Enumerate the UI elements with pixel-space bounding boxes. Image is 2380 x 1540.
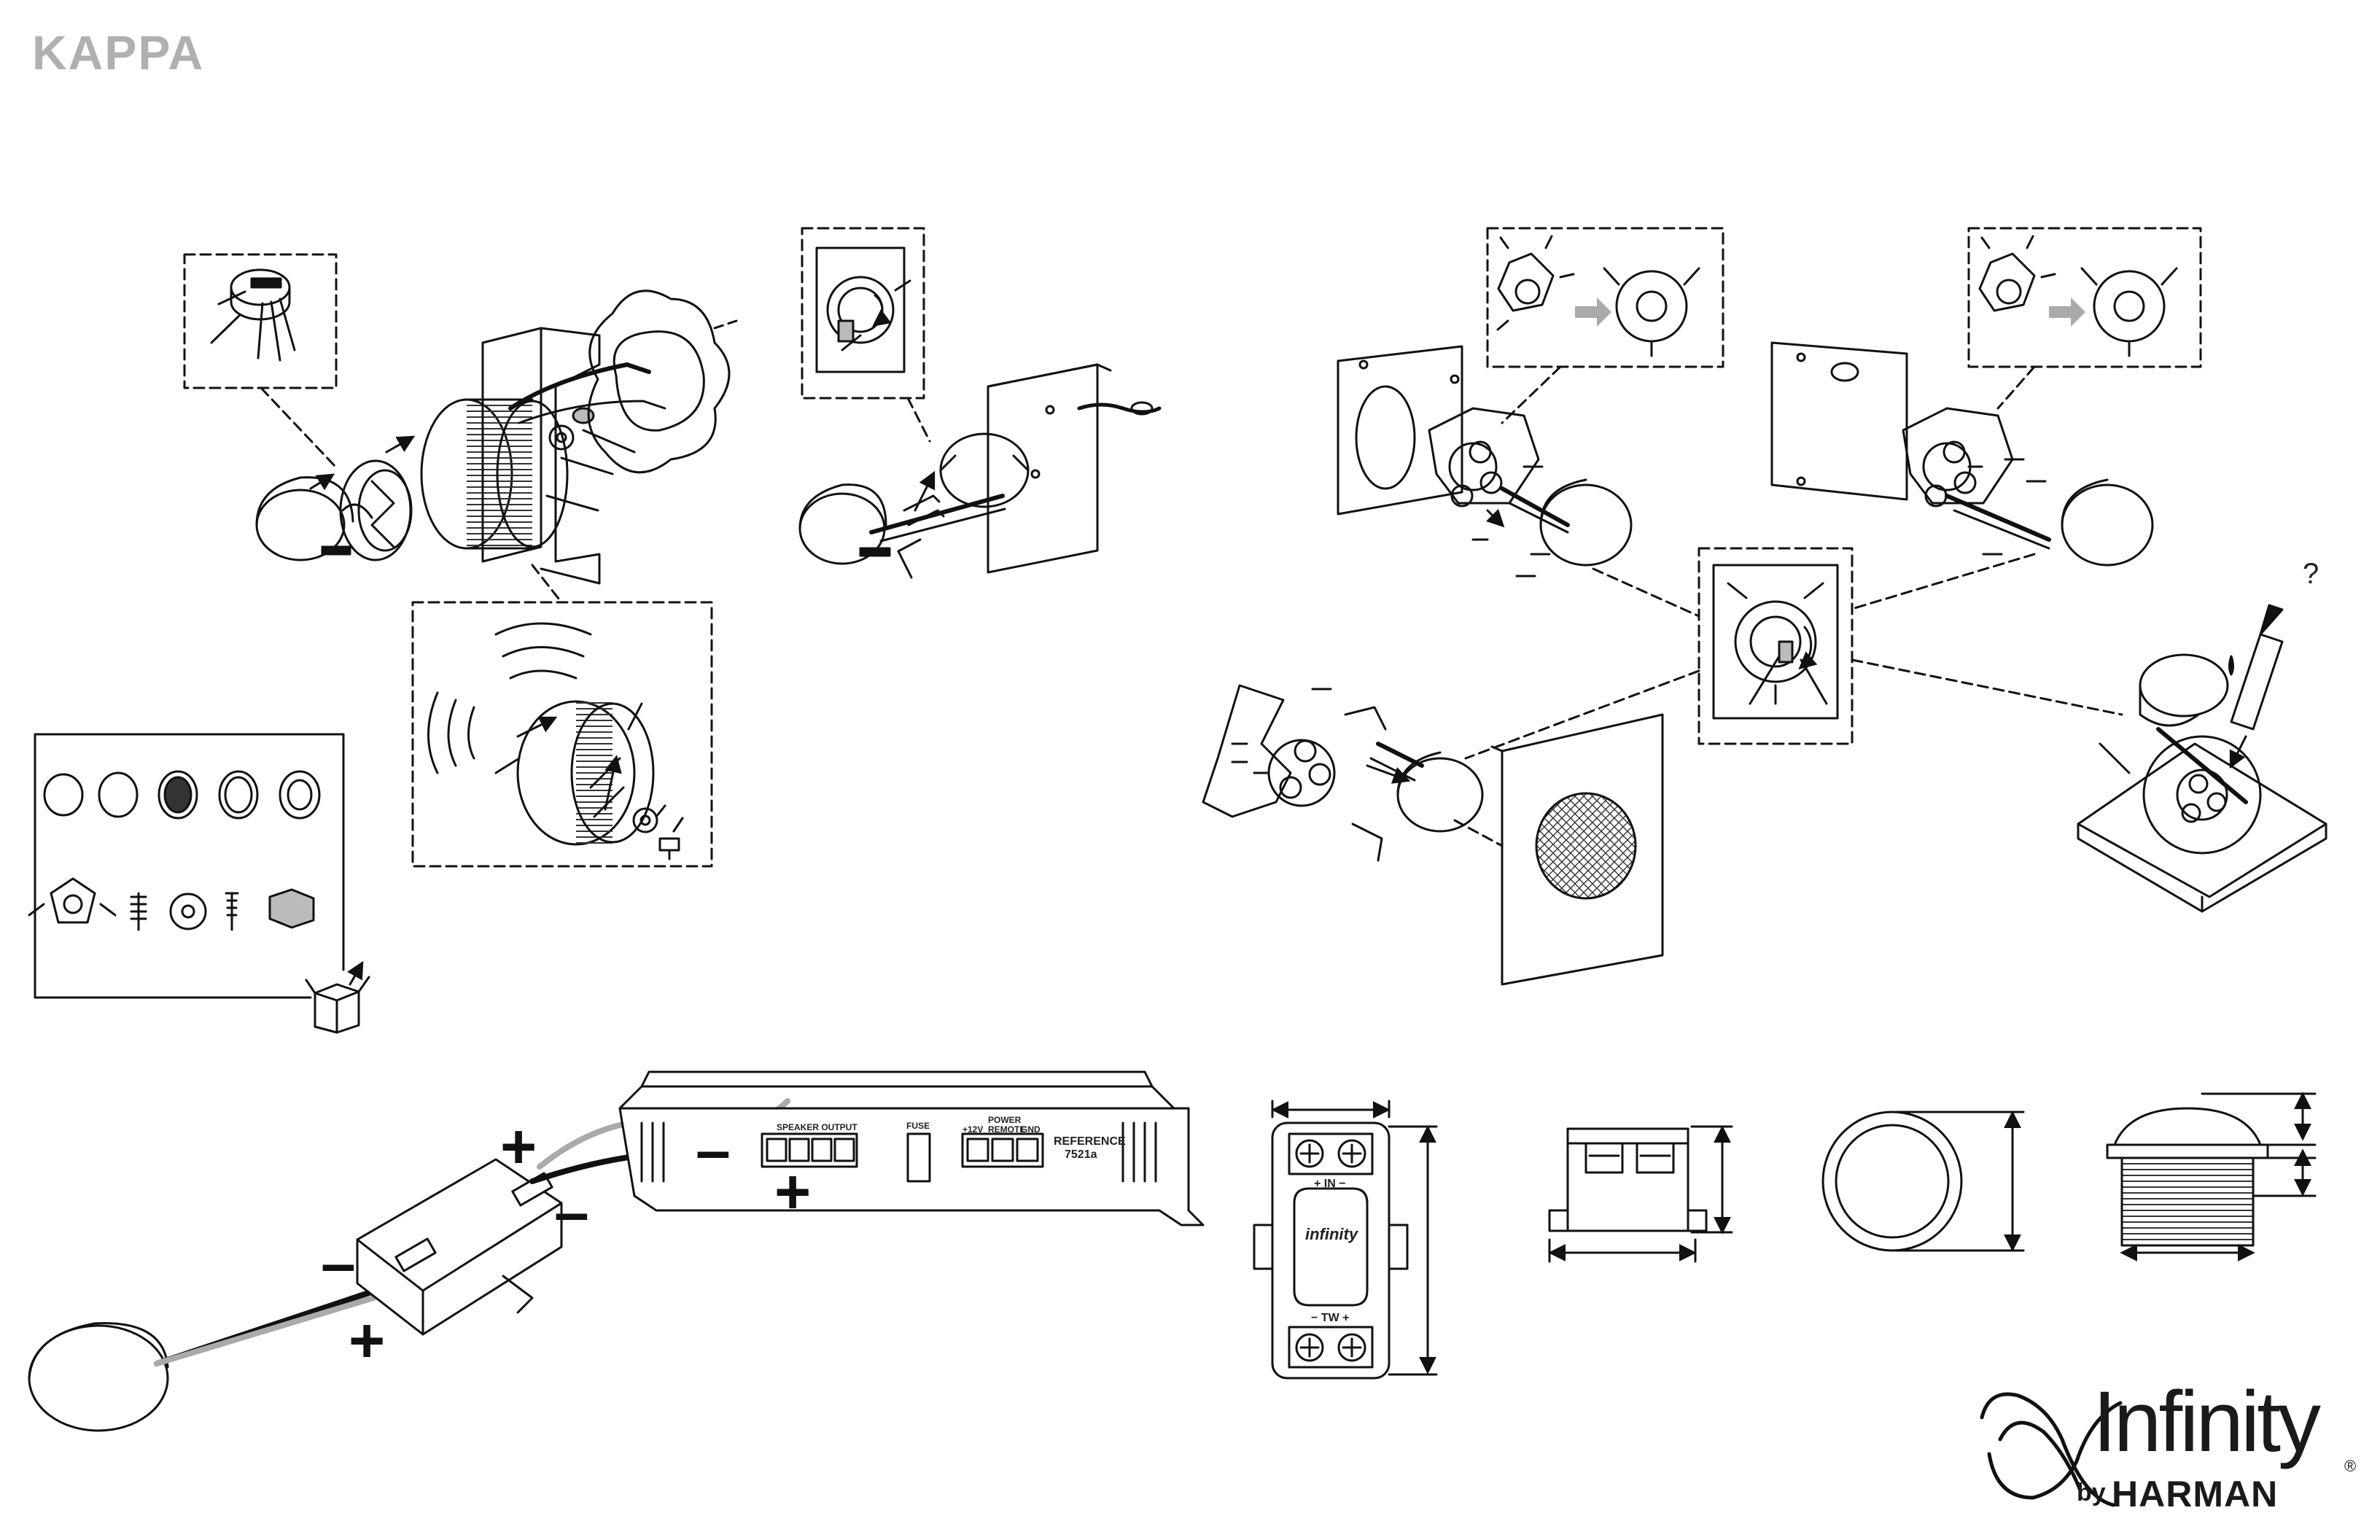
leader-line	[261, 388, 335, 467]
brand-name: Infinity	[2093, 1372, 2318, 1471]
leader-line	[1852, 554, 2034, 609]
parts-list-box	[29, 734, 369, 1032]
adhesive-mount	[2078, 605, 2326, 911]
crossover-side-dimension-drawing	[1549, 1127, 1732, 1261]
leader-line	[1593, 569, 1699, 616]
angle-mount-right	[1772, 343, 2152, 565]
minus-sign: –	[554, 1181, 589, 1244]
amp-speaker-output-label: SPEAKER OUTPUT	[777, 1122, 858, 1132]
leader-line	[1466, 671, 1699, 758]
tweeter-face-dimension-drawing	[1823, 1112, 2023, 1251]
amp-remote-label: REMOTE	[988, 1124, 1025, 1135]
surface-mount-view	[800, 228, 1159, 578]
minus-sign: –	[321, 1232, 356, 1295]
brand-harman: HARMAN	[2112, 1473, 2278, 1515]
bracket-swap-inset-1	[1488, 228, 1723, 367]
infinity-harman-logo: Infinity ® by HARMAN	[1969, 1371, 2362, 1517]
plus-sign: +	[349, 1310, 385, 1372]
flush-mount-exploded-view	[257, 291, 736, 583]
dropper-question-mark: ?	[2303, 558, 2319, 590]
crossover-brand-label: infinity	[1305, 1225, 1359, 1243]
leader-line	[1998, 367, 2034, 408]
crossover-tw-label: − TW +	[1311, 1312, 1349, 1324]
amp-12v-label: +12V	[962, 1124, 983, 1135]
amp-power-label: POWER	[988, 1115, 1022, 1125]
crossover-in-label: + IN −	[1314, 1178, 1346, 1190]
amp-gnd-label: GND	[1021, 1124, 1041, 1135]
bracket-swap-inset-2	[1969, 228, 2201, 367]
tweeter-side-dimension-drawing	[2107, 1094, 2315, 1253]
amp-model-line2: 7521a	[1065, 1148, 1097, 1161]
plus-sign: +	[500, 1116, 537, 1178]
amp-fuse-label: FUSE	[906, 1121, 930, 1131]
leader-line	[1852, 660, 2122, 715]
brand-registered-mark: ®	[2344, 1457, 2356, 1476]
minus-sign: –	[696, 1119, 731, 1182]
brand-by: by	[2077, 1479, 2106, 1507]
tweeter-detail-inset	[184, 254, 336, 388]
plus-sign: +	[774, 1161, 811, 1224]
angle-mount-left	[1338, 346, 1631, 576]
grille-wall-mount	[1203, 685, 1662, 984]
twist-lock-inset	[413, 602, 712, 866]
rotation-detail-inset	[1699, 548, 1852, 744]
amp-model-line1: REFERENCE	[1054, 1135, 1126, 1148]
